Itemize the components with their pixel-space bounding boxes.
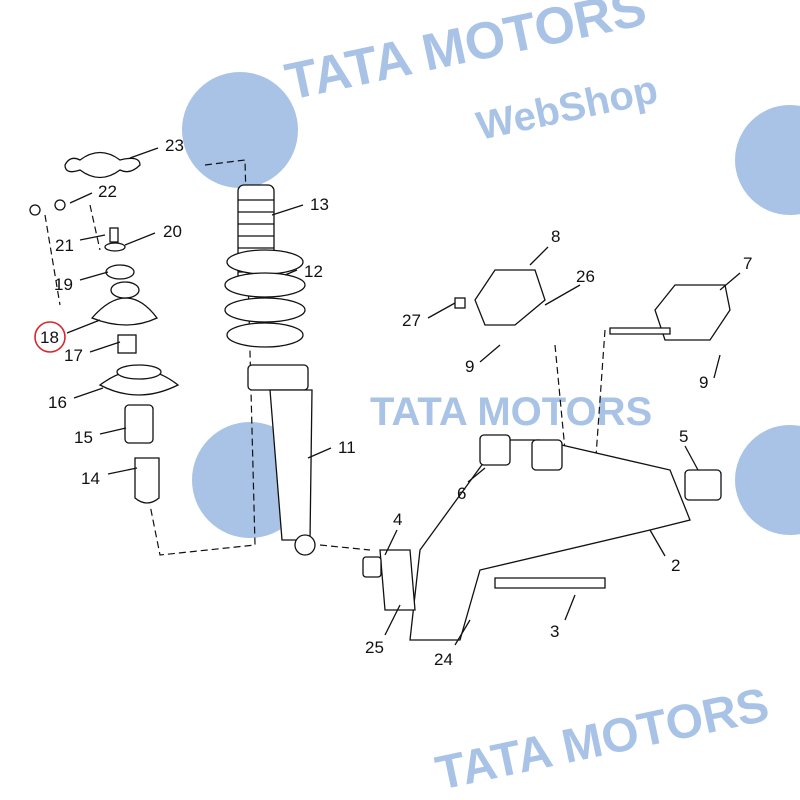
callout-11[interactable]: 11 — [338, 438, 356, 457]
callout-14[interactable]: 14 — [81, 469, 100, 488]
watermark-brand-middle: TATA MOTORS — [370, 390, 652, 434]
shock-absorber — [224, 184, 316, 556]
callout-4[interactable]: 4 — [393, 510, 402, 529]
callout-19[interactable]: 19 — [54, 275, 73, 294]
tata-logo-icon — [735, 105, 800, 215]
callout-25[interactable]: 25 — [365, 638, 384, 657]
callout-9-right[interactable]: 9 — [699, 373, 708, 392]
callout-18[interactable]: 18 — [40, 328, 59, 347]
callout-8[interactable]: 8 — [551, 227, 560, 246]
rear-arm — [362, 269, 731, 641]
callout-24[interactable]: 24 — [434, 650, 453, 669]
callout-20[interactable]: 20 — [163, 222, 182, 241]
strut-mount-parts — [29, 151, 180, 504]
tata-logo-icon — [182, 72, 298, 188]
leader-lines — [66, 147, 741, 646]
watermark-sub-top: WebShop — [473, 68, 662, 149]
callout-17[interactable]: 17 — [64, 346, 83, 365]
callout-23[interactable]: 23 — [165, 136, 184, 155]
highlight-circle — [34, 321, 66, 353]
callout-labels: 23 22 21 20 19 18 17 16 15 14 13 12 11 8… — [40, 136, 752, 669]
tata-logo-icon — [735, 425, 800, 535]
watermark-brand-bottom: TATA MOTORS — [431, 679, 773, 800]
callout-16[interactable]: 16 — [48, 393, 67, 412]
callout-7[interactable]: 7 — [743, 254, 752, 273]
callout-3[interactable]: 3 — [550, 622, 559, 641]
callout-2[interactable]: 2 — [671, 556, 680, 575]
callout-22[interactable]: 22 — [98, 182, 117, 201]
callout-6[interactable]: 6 — [457, 484, 466, 503]
callout-12[interactable]: 12 — [304, 262, 323, 281]
callout-5[interactable]: 5 — [679, 427, 688, 446]
callout-15[interactable]: 15 — [74, 428, 93, 447]
callout-27[interactable]: 27 — [402, 311, 421, 330]
callout-21[interactable]: 21 — [55, 236, 74, 255]
callout-9-left[interactable]: 9 — [465, 357, 474, 376]
callout-26[interactable]: 26 — [576, 267, 595, 286]
callout-13[interactable]: 13 — [310, 195, 329, 214]
